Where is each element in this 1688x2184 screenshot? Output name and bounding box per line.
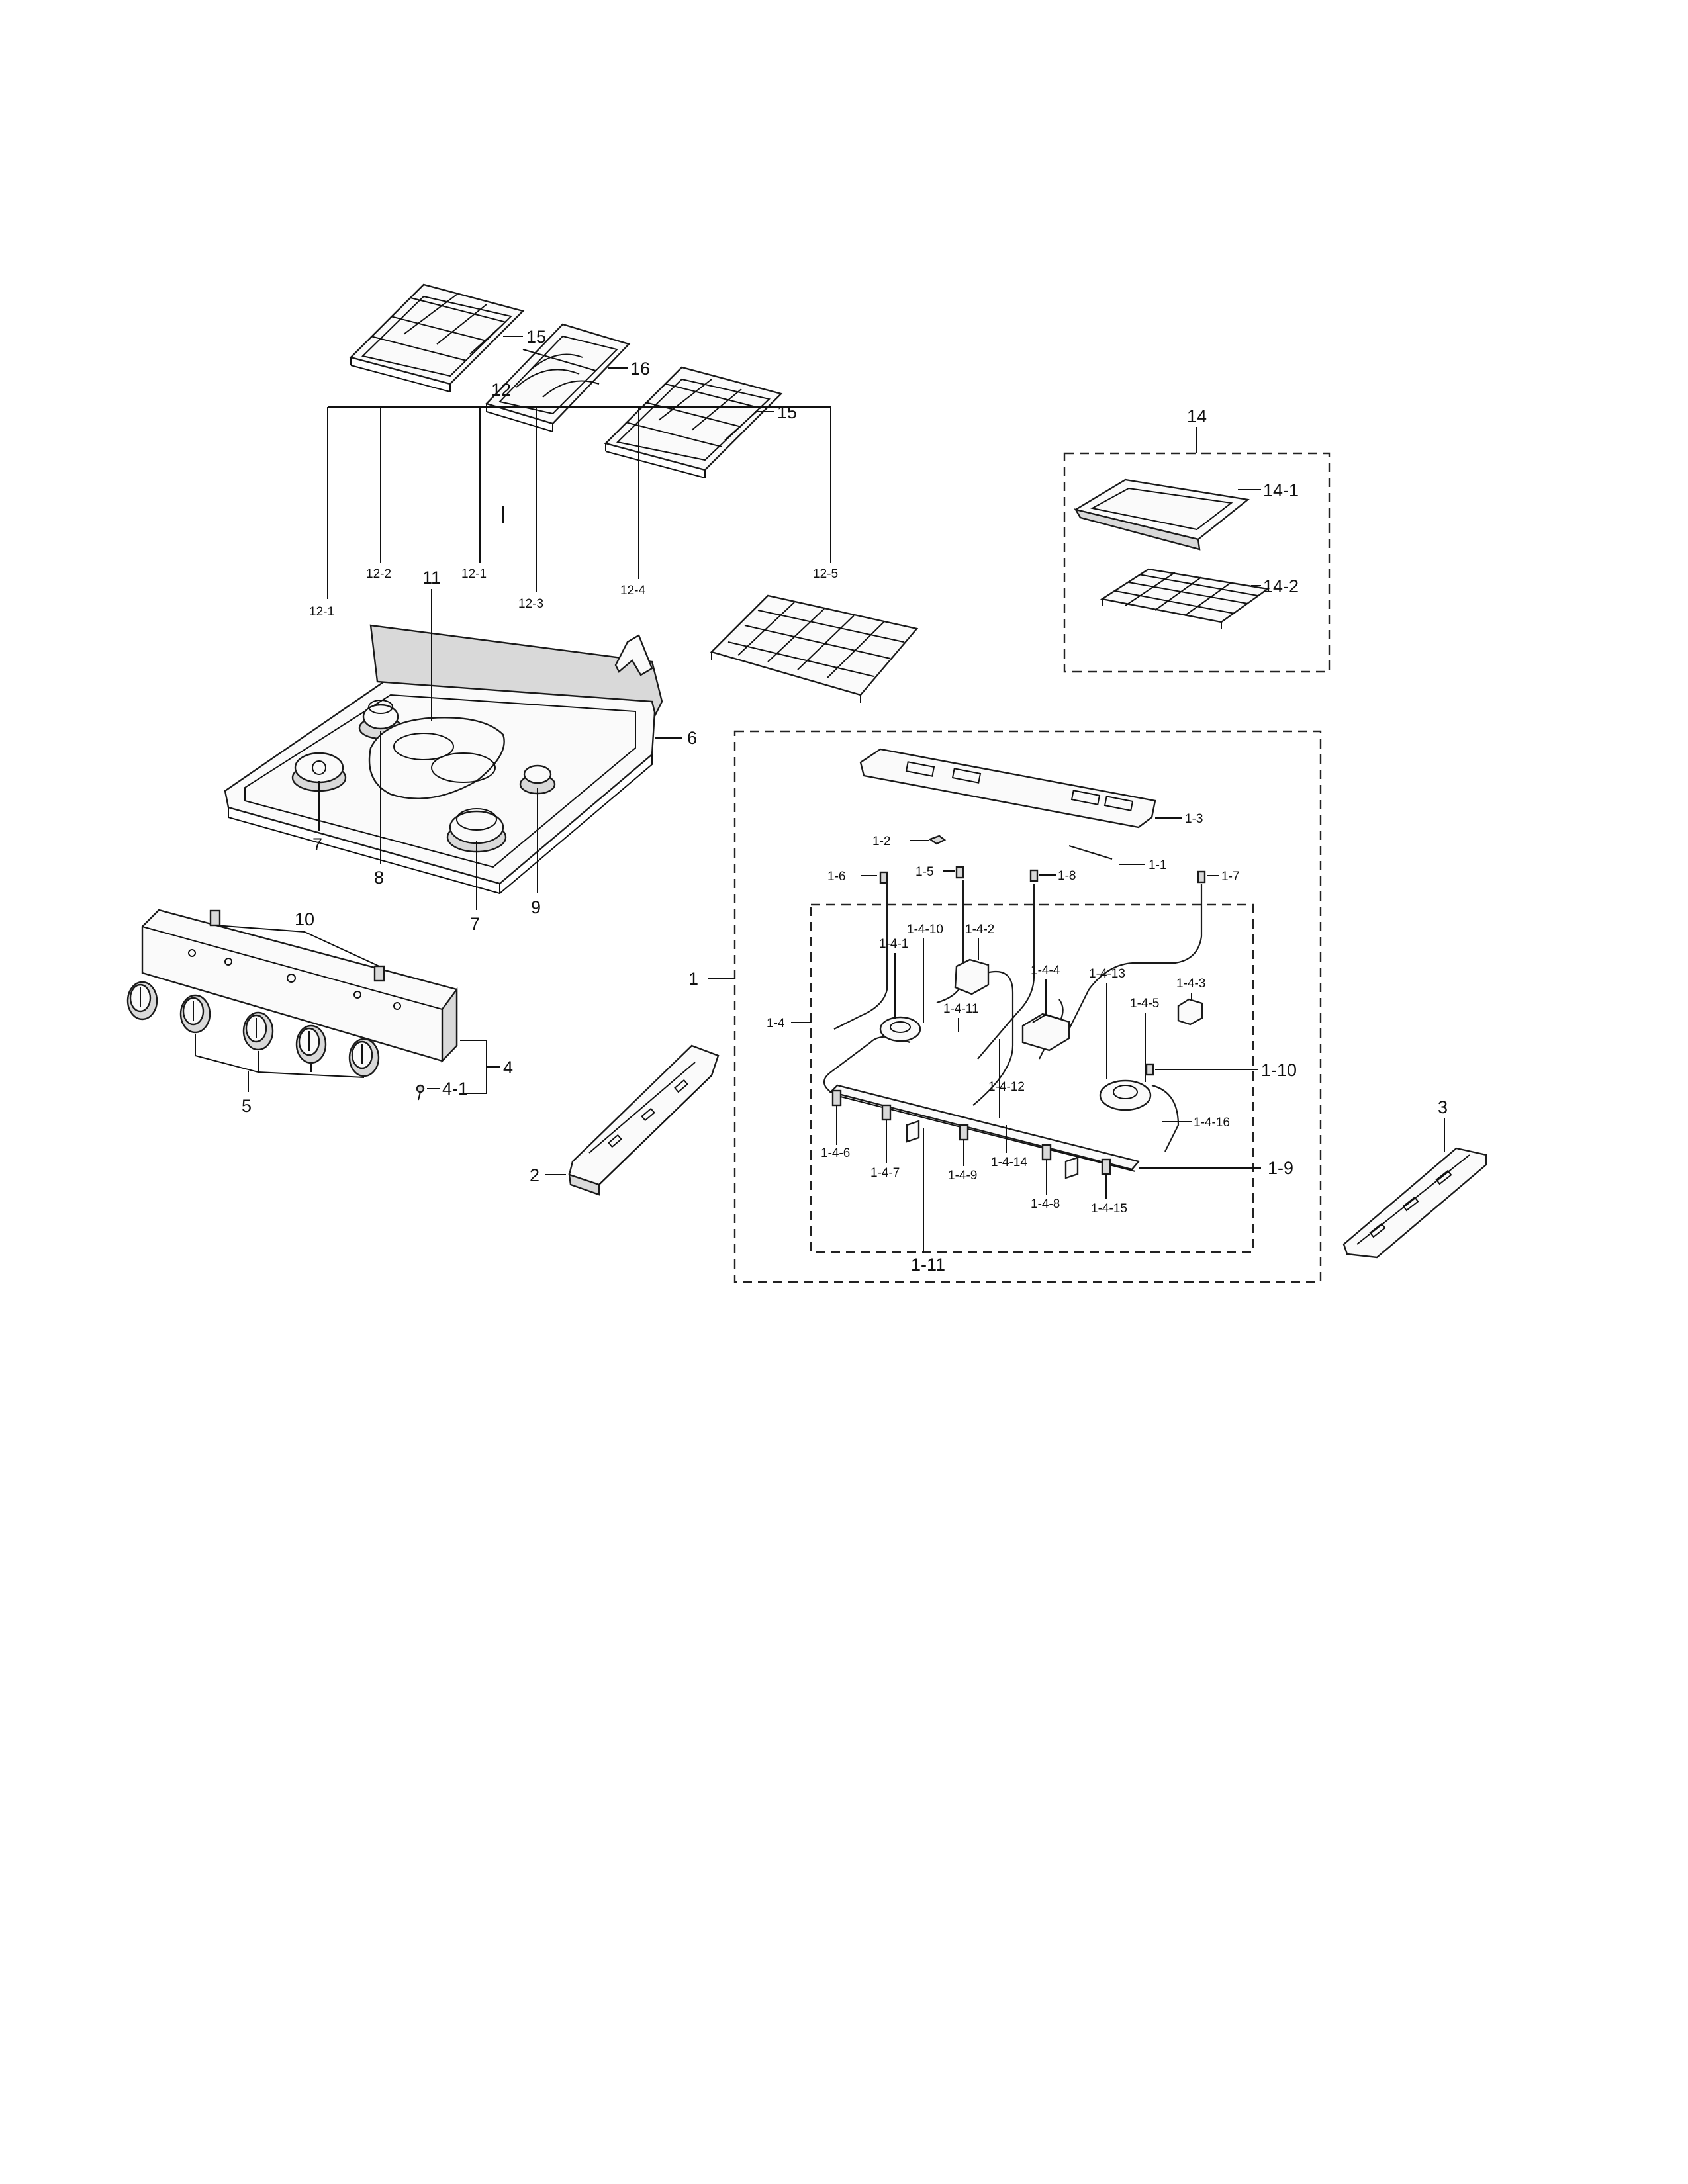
label-1-4-5: 1-4-5 [1130, 997, 1159, 1011]
burner-assy-1-4-1 [879, 1016, 921, 1042]
grate-right [604, 366, 783, 478]
group-14-box [1063, 452, 1331, 673]
label-12-5: 12-5 [813, 567, 838, 581]
knobs [126, 981, 380, 1077]
leader-10a [214, 925, 305, 933]
label-8: 8 [374, 868, 384, 887]
knob-4 [295, 1024, 327, 1064]
label-1-6: 1-6 [827, 870, 845, 884]
label-4-1: 4-1 [442, 1079, 468, 1099]
label-1-4-8: 1-4-8 [1031, 1197, 1060, 1211]
orifice-1-2 [910, 835, 947, 845]
label-1-4-7: 1-4-7 [870, 1166, 900, 1180]
label-1-4-13: 1-4-13 [1089, 967, 1125, 981]
label-12-1b: 12-1 [461, 567, 487, 581]
label-9: 9 [531, 897, 541, 917]
label-14: 14 [1187, 406, 1207, 426]
burner-right-front [446, 808, 507, 853]
side-trim-right [1342, 1147, 1487, 1259]
label-11: 11 [422, 568, 441, 588]
electrode-1-10 [1145, 1063, 1258, 1076]
label-1-4-4: 1-4-4 [1031, 964, 1060, 978]
electrode-1-6 [861, 871, 888, 884]
label-1-11: 1-11 [911, 1255, 945, 1275]
burner-right-rear-small [519, 764, 556, 795]
knob-5 [348, 1038, 380, 1077]
label-1-4-9: 1-4-9 [948, 1169, 977, 1183]
label-4: 4 [503, 1058, 513, 1077]
leader-4 [460, 1040, 500, 1094]
label-12-4: 12-4 [620, 584, 645, 598]
label-1-4-11: 1-4-11 [943, 1002, 979, 1016]
label-5: 5 [242, 1096, 252, 1116]
burner-assy-1-4-3 [1177, 998, 1203, 1026]
label-1-4-16: 1-4-16 [1194, 1116, 1230, 1130]
knob-1 [126, 981, 158, 1021]
burner-assy-1-4-4 [1021, 1013, 1070, 1052]
center-griddle-burner [368, 717, 505, 799]
knob-2 [179, 994, 211, 1034]
broiler-tray [1073, 478, 1250, 551]
electrode-1-5 [943, 866, 964, 879]
grate-middle [485, 323, 631, 432]
leader-10b [304, 931, 380, 967]
label-1-4-2: 1-4-2 [965, 923, 994, 936]
label-16: 16 [630, 359, 650, 379]
burner-assy-1-4-5 [1099, 1079, 1152, 1111]
group-1-4-box [810, 903, 1254, 1253]
label-1-9: 1-9 [1268, 1158, 1293, 1178]
label-1-4-10: 1-4-10 [907, 923, 943, 936]
oven-rack-small [1100, 568, 1270, 629]
label-1-2: 1-2 [872, 835, 890, 848]
label-6: 6 [687, 728, 697, 748]
burner-support-bracket [859, 748, 1156, 829]
label-12-1a: 12-1 [309, 605, 334, 619]
grate-left [349, 283, 525, 392]
label-15b: 15 [777, 402, 797, 422]
label-1-4-1: 1-4-1 [879, 937, 908, 951]
label-7b: 7 [470, 914, 480, 934]
tube-1-1 [1068, 844, 1145, 865]
knob-3 [242, 1011, 274, 1051]
label-1-8: 1-8 [1058, 869, 1076, 883]
label-14-1: 14-1 [1263, 480, 1299, 500]
label-15a: 15 [526, 327, 546, 347]
label-1-5: 1-5 [915, 865, 933, 879]
leader-5 [195, 1034, 365, 1092]
label-1-4-3: 1-4-3 [1176, 977, 1205, 991]
electrode-1-7 [1197, 870, 1219, 884]
label-14-2: 14-2 [1263, 576, 1299, 596]
control-panel [141, 909, 458, 1063]
label-1-3: 1-3 [1185, 812, 1203, 826]
hinge-bracket [614, 634, 653, 676]
label-1-7: 1-7 [1221, 870, 1239, 884]
group-1-box [733, 730, 1322, 1283]
label-1-4-15: 1-4-15 [1091, 1202, 1127, 1216]
label-1-4-6: 1-4-6 [821, 1146, 850, 1160]
side-trim-left [568, 1044, 720, 1196]
label-1-4: 1-4 [767, 1017, 785, 1030]
label-1: 1 [688, 969, 698, 989]
valves [831, 1089, 1111, 1179]
screw-4-1 [416, 1084, 440, 1101]
label-12-3: 12-3 [518, 597, 543, 611]
label-3: 3 [1438, 1097, 1448, 1117]
label-1-1: 1-1 [1149, 858, 1166, 872]
oven-rack-large [710, 594, 919, 703]
label-1-4-12: 1-4-12 [988, 1080, 1025, 1094]
label-12: 12 [491, 380, 511, 400]
label-12-2: 12-2 [366, 567, 391, 581]
burner-assy-1-4-2 [954, 958, 990, 995]
label-7a: 7 [312, 835, 322, 854]
electrode-1-8 [1029, 869, 1056, 882]
label-2: 2 [530, 1165, 539, 1185]
label-1-10: 1-10 [1261, 1060, 1297, 1080]
label-10: 10 [295, 909, 314, 929]
group-12-bracket [327, 406, 831, 523]
label-1-4-14: 1-4-14 [991, 1156, 1027, 1169]
